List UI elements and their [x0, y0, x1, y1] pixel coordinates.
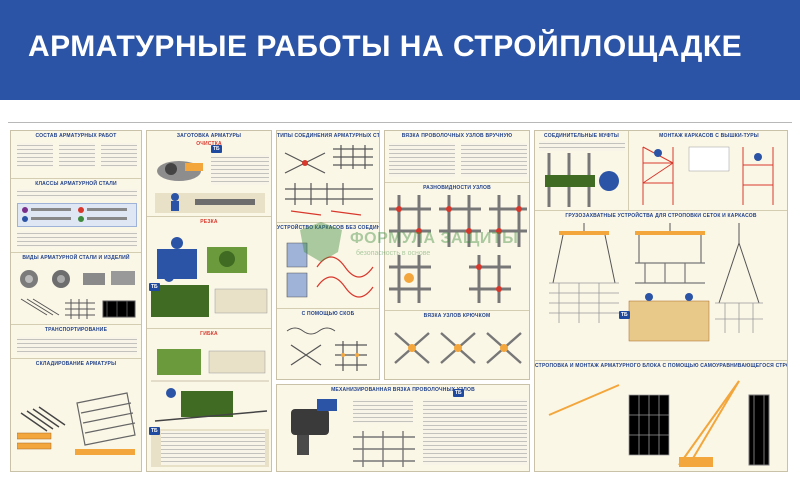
- grid-diagram: [349, 429, 419, 471]
- section-knot-types: РАЗНОВИДНОСТИ УЗЛОВ: [385, 183, 529, 311]
- section-joint-types: ТИПЫ СОЕДИНЕНИЯ АРМАТУРНЫХ СТЕРЖНЕЙ: [277, 131, 379, 223]
- crane-illustration: [539, 375, 785, 471]
- panel-manual-tying: ВЯЗКА ПРОВОЛОЧНЫХ УЗЛОВ ВРУЧНУЮ РАЗНОВИД…: [384, 130, 530, 380]
- section-cutting: РЕЗКА ТБ: [147, 217, 271, 329]
- section-title: СОЕДИНИТЕЛЬНЫЕ МУФТЫ: [544, 133, 619, 139]
- panel-rebar-basics: СОСТАВ АРМАТУРНЫХ РАБОТ КЛАССЫ АРМАТУРНО…: [10, 130, 142, 472]
- section-title: СКЛАДИРОВАНИЕ АРМАТУРЫ: [35, 361, 117, 367]
- cleaning-machine-illustration: [151, 149, 207, 194]
- panel-mechanized-tying: МЕХАНИЗИРОВАННАЯ ВЯЗКА ПРОВОЛОЧНЫХ УЗЛОВ…: [276, 384, 530, 472]
- clips-diagram: [281, 321, 377, 379]
- section-hook-tying: ВЯЗКА УЗЛОВ КРЮЧКОМ: [385, 311, 529, 379]
- board-frame: [8, 122, 792, 474]
- section-manual-tying: ВЯЗКА ПРОВОЛОЧНЫХ УЗЛОВ ВРУЧНУЮ: [385, 131, 529, 183]
- safety-badge: ТБ: [619, 311, 630, 319]
- safety-badge: ТБ: [149, 427, 160, 435]
- section-title: СОСТАВ АРМАТУРНЫХ РАБОТ: [35, 133, 117, 139]
- steel-class-swatches: [21, 206, 133, 229]
- section-title: УСТРОЙСТВО КАРКАСОВ БЕЗ СОЕДИНЕНИЯ ЭЛЕМЕ…: [277, 225, 379, 231]
- safety-badge: ТБ: [149, 283, 160, 291]
- section-title: ТИПЫ СОЕДИНЕНИЯ АРМАТУРНЫХ СТЕРЖНЕЙ: [277, 133, 379, 139]
- section-title: РАЗНОВИДНОСТИ УЗЛОВ: [423, 185, 491, 191]
- section-transport: ТРАНСПОРТИРОВАНИЕ: [11, 325, 141, 359]
- panel-installation: СОЕДИНИТЕЛЬНЫЕ МУФТЫ МОНТАЖ КАРКАСОВ С В…: [534, 130, 788, 472]
- section-lifting-devices: ГРУЗОЗАХВАТНЫЕ УСТРОЙСТВА ДЛЯ СТРОПОВКИ …: [535, 211, 787, 361]
- title-banner: АРМАТУРНЫЕ РАБОТЫ НА СТРОЙПЛОЩАДКЕ: [0, 0, 800, 100]
- section-title: ГИБКА: [200, 331, 218, 337]
- safety-badge: ТБ: [211, 145, 222, 153]
- knot-types-diagram: [389, 195, 527, 312]
- section-cleaning: ЗАГОТОВКА АРМАТУРЫ ОЧИСТКА ТБ: [147, 131, 271, 217]
- section-title: МЕХАНИЗИРОВАННАЯ ВЯЗКА ПРОВОЛОЧНЫХ УЗЛОВ: [331, 387, 475, 393]
- section-title: ТРАНСПОРТИРОВАНИЕ: [44, 327, 108, 333]
- section-title: ВЯЗКА УЗЛОВ КРЮЧКОМ: [423, 313, 491, 319]
- safety-badge: ТБ: [453, 389, 464, 397]
- section-subtitle: ОЧИСТКА: [196, 141, 222, 147]
- section-tower-installation: МОНТАЖ КАРКАСОВ С ВЫШКИ-ТУРЫ: [629, 131, 787, 212]
- section-title: С ПОМОЩЬЮ СКОБ: [301, 311, 355, 317]
- section-title: ВЯЗКА ПРОВОЛОЧНЫХ УЗЛОВ ВРУЧНУЮ: [401, 133, 513, 139]
- section-block-installation: СТРОПОВКА И МОНТАЖ АРМАТУРНОГО БЛОКА С П…: [535, 361, 787, 471]
- couplers-illustration: [539, 153, 625, 212]
- storage-illustration: [16, 373, 139, 470]
- panel-connection-types: ТИПЫ СОЕДИНЕНИЯ АРМАТУРНЫХ СТЕРЖНЕЙ УСТР…: [276, 130, 380, 380]
- panel-rebar-preparation: ЗАГОТОВКА АРМАТУРЫ ОЧИСТКА ТБ РЕЗКА ТБ Г…: [146, 130, 272, 472]
- section-title: ЗАГОТОВКА АРМАТУРЫ: [176, 133, 242, 139]
- section-couplers: СОЕДИНИТЕЛЬНЫЕ МУФТЫ: [535, 131, 629, 211]
- rebar-products-illustration: [17, 265, 139, 326]
- joint-types-diagram: [281, 143, 377, 224]
- section-title: СТРОПОВКА И МОНТАЖ АРМАТУРНОГО БЛОКА С П…: [535, 363, 787, 369]
- watermark-sub: безопасность в основе: [356, 250, 431, 257]
- section-bending: ГИБКА ТБ: [147, 329, 271, 471]
- watermark: ФОРМУЛА ЗАЩИТЫ безопасность в основе: [296, 220, 526, 264]
- section-composition: СОСТАВ АРМАТУРНЫХ РАБОТ: [11, 131, 141, 179]
- worker-illustration: [155, 189, 265, 220]
- watermark-name: ФОРМУЛА ЗАЩИТЫ: [350, 230, 519, 247]
- section-title: ВИДЫ АРМАТУРНОЙ СТАЛИ И ИЗДЕЛИЙ: [22, 255, 130, 261]
- section-frames-no-connection: УСТРОЙСТВО КАРКАСОВ БЕЗ СОЕДИНЕНИЯ ЭЛЕМЕ…: [277, 223, 379, 309]
- section-clips: С ПОМОЩЬЮ СКОБ: [277, 309, 379, 379]
- cutting-machine-illustration: [151, 229, 269, 330]
- section-storage: СКЛАДИРОВАНИЕ АРМАТУРЫ: [11, 359, 141, 471]
- section-title: ГРУЗОЗАХВАТНЫЕ УСТРОЙСТВА ДЛЯ СТРОПОВКИ …: [565, 213, 757, 219]
- frames-diagram: [281, 237, 377, 312]
- tower-illustration: [633, 143, 787, 212]
- section-steel-classes: КЛАССЫ АРМАТУРНОЙ СТАЛИ: [11, 179, 141, 253]
- tying-gun-illustration: [281, 395, 345, 471]
- section-title: КЛАССЫ АРМАТУРНОЙ СТАЛИ: [35, 181, 117, 187]
- lifting-devices-illustration: [539, 223, 785, 362]
- page-title: АРМАТУРНЫЕ РАБОТЫ НА СТРОЙПЛОЩАДКЕ: [28, 30, 743, 63]
- section-title: РЕЗКА: [200, 219, 218, 225]
- section-steel-types: ВИДЫ АРМАТУРНОЙ СТАЛИ И ИЗДЕЛИЙ: [11, 253, 141, 325]
- section-title: МОНТАЖ КАРКАСОВ С ВЫШКИ-ТУРЫ: [659, 133, 759, 139]
- hook-tying-diagram: [389, 323, 527, 379]
- shield-icon: [300, 222, 342, 262]
